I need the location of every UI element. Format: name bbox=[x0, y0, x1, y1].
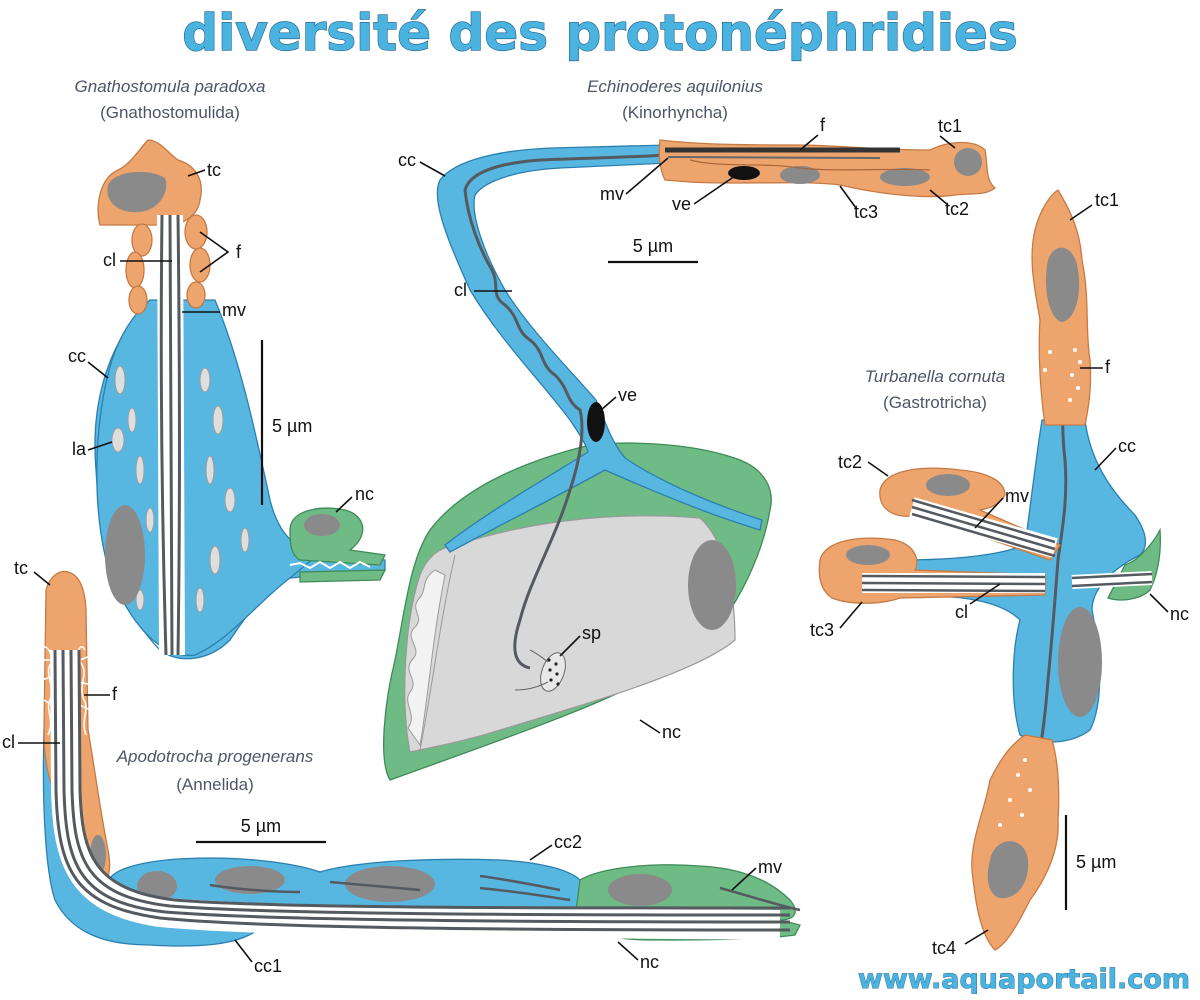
echinoderes-folded-lining bbox=[407, 569, 446, 747]
turbanella-tc4-cilia-dots bbox=[998, 758, 1032, 827]
echinoderes-label-tc1: tc1 bbox=[938, 116, 962, 136]
echinoderes-label-sp: sp bbox=[582, 623, 601, 643]
echinoderes-vesicle bbox=[587, 402, 605, 442]
echinoderes-cuticle-sac bbox=[404, 515, 736, 753]
gnathostomula-canal-nucleus bbox=[105, 505, 145, 605]
turbanella-scale-label: 5 µm bbox=[1076, 852, 1116, 872]
turbanella-label-tc4: tc4 bbox=[932, 938, 956, 958]
echinoderes-species-name: Echinoderes aquilonius bbox=[587, 77, 763, 96]
echinoderes-label-mv: mv bbox=[600, 184, 624, 204]
turbanella-label-f: f bbox=[1105, 357, 1111, 377]
turbanella-tc4-nucleus bbox=[987, 841, 1029, 899]
echinoderes-tc1-nucleus bbox=[954, 148, 982, 176]
apodotrocha-label-cc1: cc1 bbox=[254, 956, 282, 976]
gnathostomula-lacunae bbox=[111, 365, 250, 613]
apodotrocha-scale-label: 5 µm bbox=[241, 816, 281, 836]
turbanella-tc1-nucleus bbox=[1045, 247, 1080, 322]
echinoderes-canal-lumen bbox=[463, 153, 666, 670]
apodotrocha-nephridiopore-nucleus bbox=[608, 874, 672, 906]
apodotrocha-cilia-bundle bbox=[50, 649, 801, 940]
gnathostomula-label-tc: tc bbox=[207, 160, 221, 180]
footer-website: www.aquaportail.com bbox=[858, 964, 1190, 995]
apodotrocha-label-cc2: cc2 bbox=[554, 832, 582, 852]
echinoderes-label-cl: cl bbox=[454, 280, 467, 300]
apodotrocha-label-cl: cl bbox=[2, 732, 15, 752]
echinoderes-label-ve2: ve bbox=[618, 385, 637, 405]
turbanella-label-mv: mv bbox=[1005, 486, 1029, 506]
echinoderes-label-tc3: tc3 bbox=[854, 202, 878, 222]
turbanella-species-name: Turbanella cornuta bbox=[865, 367, 1006, 386]
echinoderes-sensory-pore bbox=[540, 652, 566, 692]
turbanella-label-cl: cl bbox=[955, 602, 968, 622]
turbanella-label-tc1: tc1 bbox=[1095, 190, 1119, 210]
echinoderes-label-tc2: tc2 bbox=[945, 199, 969, 219]
gnathostomula-label-cl: cl bbox=[103, 250, 116, 270]
echinoderes-tc3-nucleus bbox=[780, 166, 820, 184]
echinoderes-tc2-nucleus bbox=[880, 168, 930, 186]
echinoderes-label-nc: nc bbox=[662, 722, 681, 742]
echinoderes-label-cc: cc bbox=[398, 150, 416, 170]
apodotrocha-label-tc: tc bbox=[14, 558, 28, 578]
turbanella-label-cc: cc bbox=[1118, 436, 1136, 456]
apodotrocha-label-mv: mv bbox=[758, 857, 782, 877]
turbanella-tc1-cilia-dots bbox=[1043, 348, 1082, 402]
gnathostomula-group-name: (Gnathostomulida) bbox=[100, 103, 240, 122]
turbanella-canal-nucleus bbox=[1058, 607, 1102, 717]
echinoderes-figure: Echinoderes aquilonius (Kinorhyncha) bbox=[383, 77, 997, 781]
echinoderes-scale-label: 5 µm bbox=[633, 236, 673, 256]
gnathostomula-label-la: la bbox=[72, 439, 87, 459]
turbanella-group-name: (Gastrotricha) bbox=[883, 393, 987, 412]
gnathostomula-label-cc: cc bbox=[68, 346, 86, 366]
gnathostomula-terminal-nucleus bbox=[107, 171, 167, 213]
echinoderes-label-ve: ve bbox=[672, 194, 691, 214]
turbanella-tc3-nucleus bbox=[846, 545, 890, 565]
gnathostomula-label-mv: mv bbox=[222, 300, 246, 320]
apodotrocha-figure: Apodotrocha progenerans (Annelida) bbox=[2, 558, 801, 976]
gnathostomula-figure: Gnathostomula paradoxa (Gnathostomulida) bbox=[68, 77, 387, 660]
echinoderes-terminal-vesicle bbox=[728, 166, 760, 180]
turbanella-label-nc: nc bbox=[1170, 604, 1189, 624]
gnathostomula-label-f: f bbox=[236, 242, 242, 262]
apodotrocha-nucleus-3 bbox=[345, 866, 435, 902]
apodotrocha-group-name: (Annelida) bbox=[176, 775, 254, 794]
apodotrocha-label-f: f bbox=[112, 684, 118, 704]
echinoderes-nephridiopore-nucleus bbox=[688, 540, 736, 630]
gnathostomula-species-name: Gnathostomula paradoxa bbox=[75, 77, 266, 96]
apodotrocha-species-name: Apodotrocha progenerans bbox=[116, 747, 314, 766]
page-title: diversité des protonéphridies bbox=[182, 4, 1017, 62]
turbanella-label-tc2: tc2 bbox=[838, 452, 862, 472]
gnathostomula-nephridiopore-nucleus bbox=[304, 514, 340, 536]
turbanella-figure: Turbanella cornuta (Gastrotricha) bbox=[810, 189, 1189, 958]
gnathostomula-label-nc: nc bbox=[355, 484, 374, 504]
turbanella-tc2-nucleus bbox=[926, 474, 970, 496]
echinoderes-group-name: (Kinorhyncha) bbox=[622, 103, 728, 122]
echinoderes-label-f: f bbox=[820, 115, 826, 135]
gnathostomula-scale-label: 5 µm bbox=[272, 416, 312, 436]
apodotrocha-label-nc: nc bbox=[640, 952, 659, 972]
gnathostomula-cilia bbox=[157, 214, 185, 656]
turbanella-label-tc3: tc3 bbox=[810, 620, 834, 640]
